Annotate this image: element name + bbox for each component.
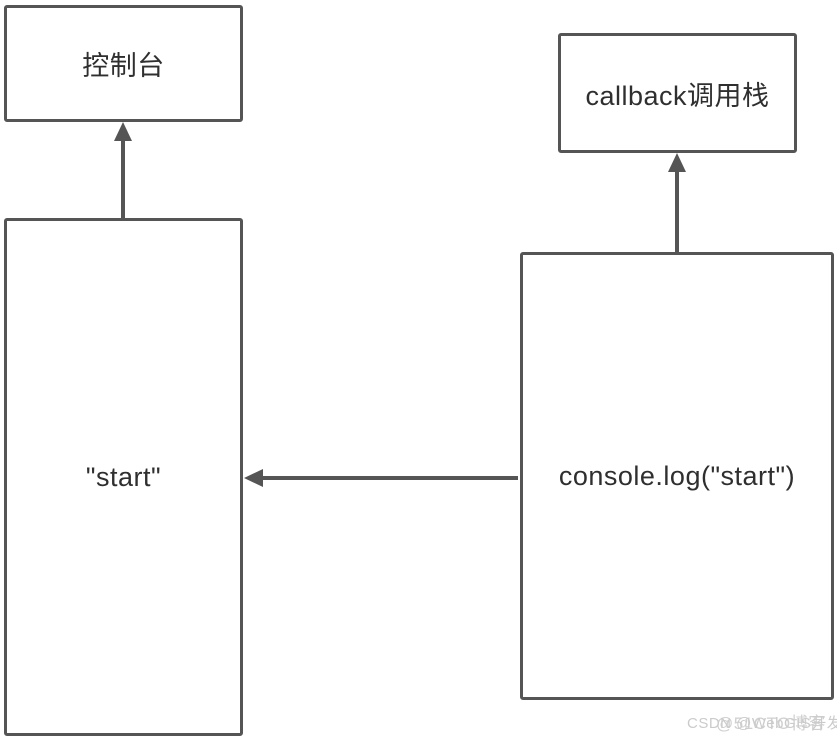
- arrow-code-to-output: [244, 469, 518, 487]
- arrow-code-to-callback-stack: [668, 153, 686, 252]
- console-output-box: "start": [4, 218, 243, 736]
- callback-stack-box-label: callback调用栈: [585, 80, 770, 111]
- console-box: 控制台: [4, 5, 243, 122]
- watermark-csdn: CSDN @WebGIS开发: [687, 715, 837, 732]
- console-box-label: 控制台: [82, 51, 165, 81]
- callback-stack-box: callback调用栈: [558, 33, 797, 153]
- watermark-51cto: @51CTO博客: [716, 714, 826, 733]
- code-box-label: console.log("start"): [558, 460, 796, 491]
- code-box: console.log("start"): [520, 252, 834, 700]
- console-output-box-label: "start": [85, 461, 162, 492]
- arrow-output-to-console: [114, 122, 132, 218]
